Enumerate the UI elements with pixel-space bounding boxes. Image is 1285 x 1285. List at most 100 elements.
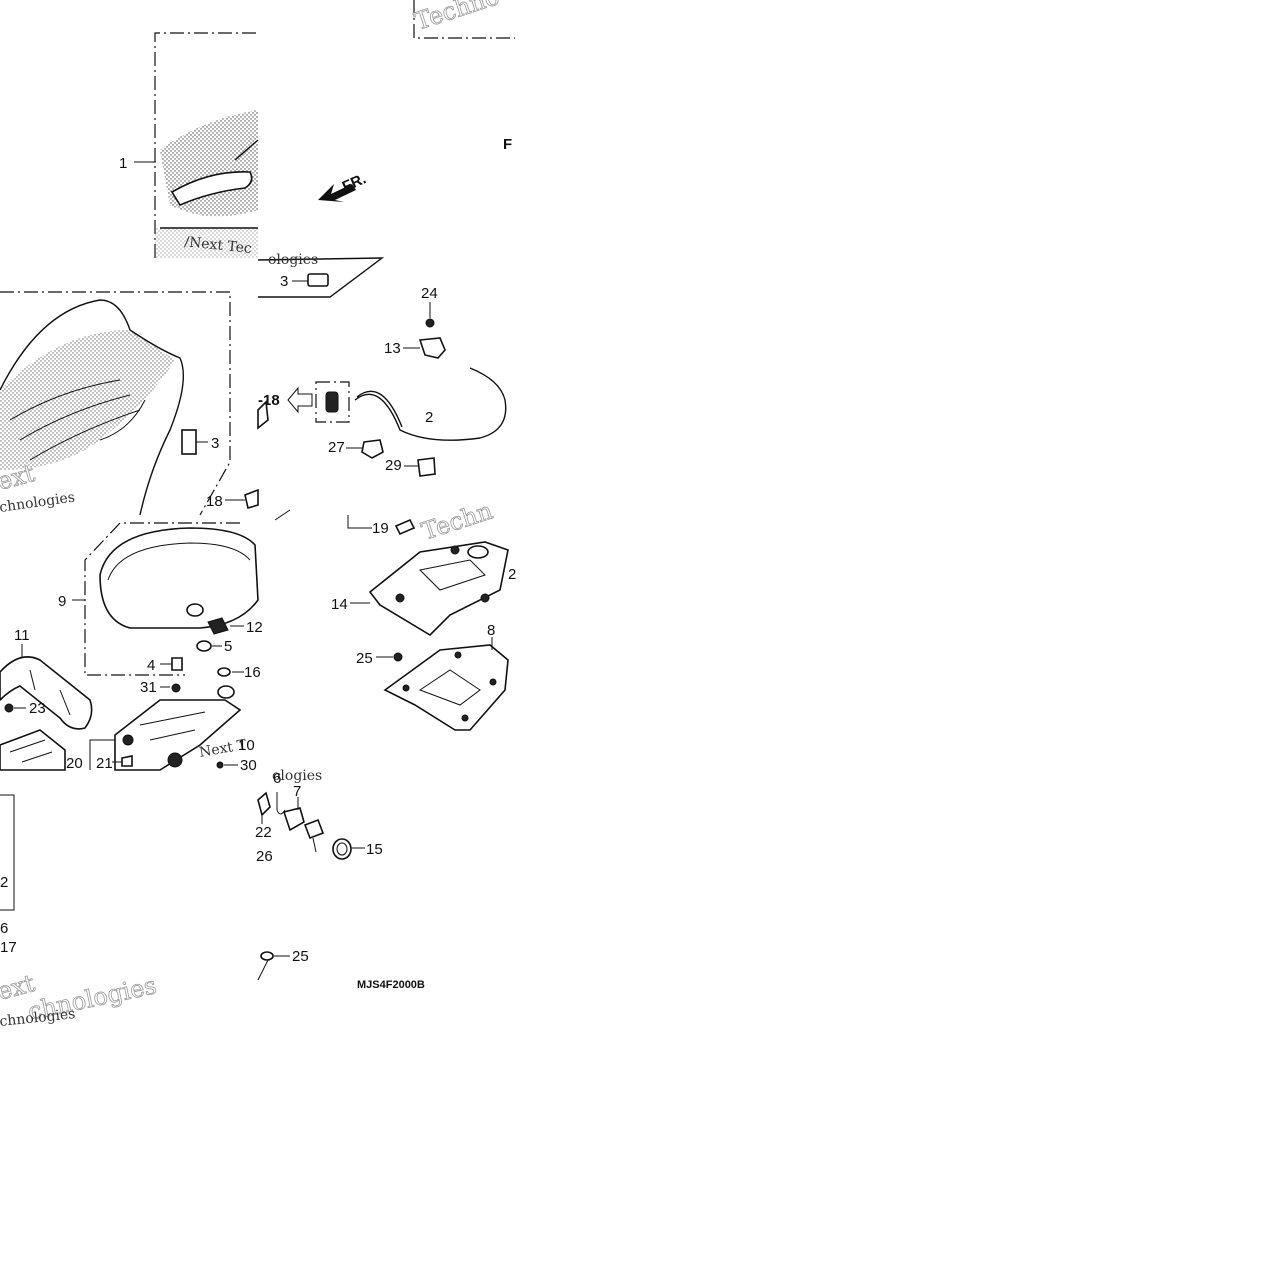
part-lock-cylinder (325, 391, 339, 413)
plate-hole-2 (454, 651, 462, 659)
latch-lines (139, 711, 206, 741)
watermark-technologies-2: Techn (418, 497, 496, 546)
callout-18: 18 (206, 493, 223, 510)
part-29 (417, 457, 436, 477)
callout-31: 31 (140, 679, 157, 696)
tile-mount: 19 Techn 14 2 8 25 (274, 496, 516, 731)
callout-11: 11 (14, 627, 30, 644)
part-27 (361, 439, 384, 459)
callout-27: 27 (328, 439, 345, 456)
watermark-ologies: ologies (268, 252, 318, 268)
bracket-group (0, 794, 15, 911)
front-arrow-icon: FR. (318, 170, 369, 202)
callout-20: 20 (66, 755, 83, 772)
part-22 (257, 791, 271, 817)
part-15-ring (332, 838, 352, 860)
bracket-hole (467, 545, 489, 559)
seat-shading (160, 110, 258, 217)
callout-8: 8 (487, 622, 495, 639)
part-8-plate (383, 644, 509, 731)
callout-21: 21 (96, 755, 113, 772)
part-25-screw (260, 951, 274, 961)
pillion-hole (186, 603, 204, 617)
part-latch-pin (122, 734, 134, 746)
part-grommet (217, 685, 235, 699)
callout-15: 15 (366, 841, 383, 858)
part-19 (394, 518, 416, 536)
bracket-bolt-3 (480, 593, 490, 603)
bracket-bolt-2 (450, 545, 460, 555)
callout-29: 29 (385, 457, 402, 474)
callout-3b: 3 (211, 435, 219, 452)
key-blade (312, 837, 317, 853)
part-latch-spring (167, 752, 183, 768)
part-5 (196, 640, 212, 652)
part-21 (121, 755, 133, 767)
callout-25a: 25 (356, 650, 373, 667)
part-31-bolt (171, 683, 181, 693)
callout-2c: 2 (0, 874, 8, 891)
callout-24: 24 (421, 285, 438, 302)
bracket-detail (418, 559, 486, 591)
grab-rail-detail (29, 669, 71, 716)
ref-box (315, 381, 350, 423)
part-25-bolt (393, 652, 403, 662)
carrier-lines (9, 739, 53, 763)
seat-line (234, 139, 259, 161)
callout-6b: 6 (0, 920, 8, 937)
callout-30: 30 (240, 757, 257, 774)
part-13-bracket (418, 337, 446, 359)
seat-crease (99, 399, 146, 441)
callout-19: 19 (372, 520, 389, 537)
callout-16: 16 (244, 664, 261, 681)
seat-base-shading (155, 228, 258, 258)
leader-20 (89, 739, 115, 770)
seat-grab (170, 171, 253, 207)
callout-12: 12 (246, 619, 263, 636)
tile-seat-top: Techno 1 /Next Tec FR. F ologies 3 (119, 0, 515, 298)
tray-outline (257, 257, 385, 298)
tile-legend-left: 2 6 17 ext chnologies chnologies (0, 794, 159, 1030)
part-30-bolt (216, 761, 224, 769)
part-2-cable (354, 367, 507, 441)
part-7-key (303, 818, 325, 840)
screw-shank (257, 959, 269, 981)
callout-6: 6 (273, 770, 281, 787)
svg-text:FR.: FR. (340, 170, 369, 195)
bracket-bolt-1 (395, 593, 405, 603)
pillion-edge (107, 542, 251, 581)
part-18 (244, 488, 259, 510)
part-24-bolt (425, 318, 435, 328)
seat-frame (154, 32, 258, 258)
callout-1: 1 (119, 155, 127, 172)
tile-cable: 24 13 2 -18 27 29 (257, 285, 507, 477)
ref-arrow-icon (287, 386, 313, 414)
callout-26: 26 (256, 848, 273, 865)
plate-hole-1 (402, 684, 410, 692)
watermark-ologies-2: ologies (272, 768, 322, 784)
callout-2: 2 (425, 409, 433, 426)
tile-pillion: 9 12 5 4 16 31 11 23 20 21 (0, 522, 263, 774)
plate-detail (418, 669, 481, 706)
tile-seat-rear: 3 ext chnologies 18 (0, 291, 259, 516)
callout-17: 17 (0, 939, 17, 956)
callout-14: 14 (331, 596, 348, 613)
part-carrier (0, 729, 66, 771)
watermark-next: /Next Tec (184, 234, 253, 257)
part-7-lock (282, 807, 305, 832)
callout-7: 7 (293, 783, 301, 800)
diagram-code: MJS4F2000B (357, 979, 425, 991)
part-12 (207, 617, 229, 635)
watermark-technologies-4: chnologies (0, 1006, 76, 1030)
part-9-pillion-seat (99, 527, 259, 629)
part-2-cable-2 (356, 390, 403, 428)
callout-3a: 3 (280, 273, 288, 290)
seat-outline (0, 299, 185, 516)
tile-lock: ologies 6 7 22 26 15 25 MJS4F2000B (255, 768, 425, 991)
part-4 (171, 657, 183, 671)
callout-9: 9 (58, 593, 66, 610)
watermark-technologies-3: chnologies (0, 490, 76, 516)
part-3-clip-b (181, 429, 197, 455)
callout-5: 5 (224, 638, 232, 655)
